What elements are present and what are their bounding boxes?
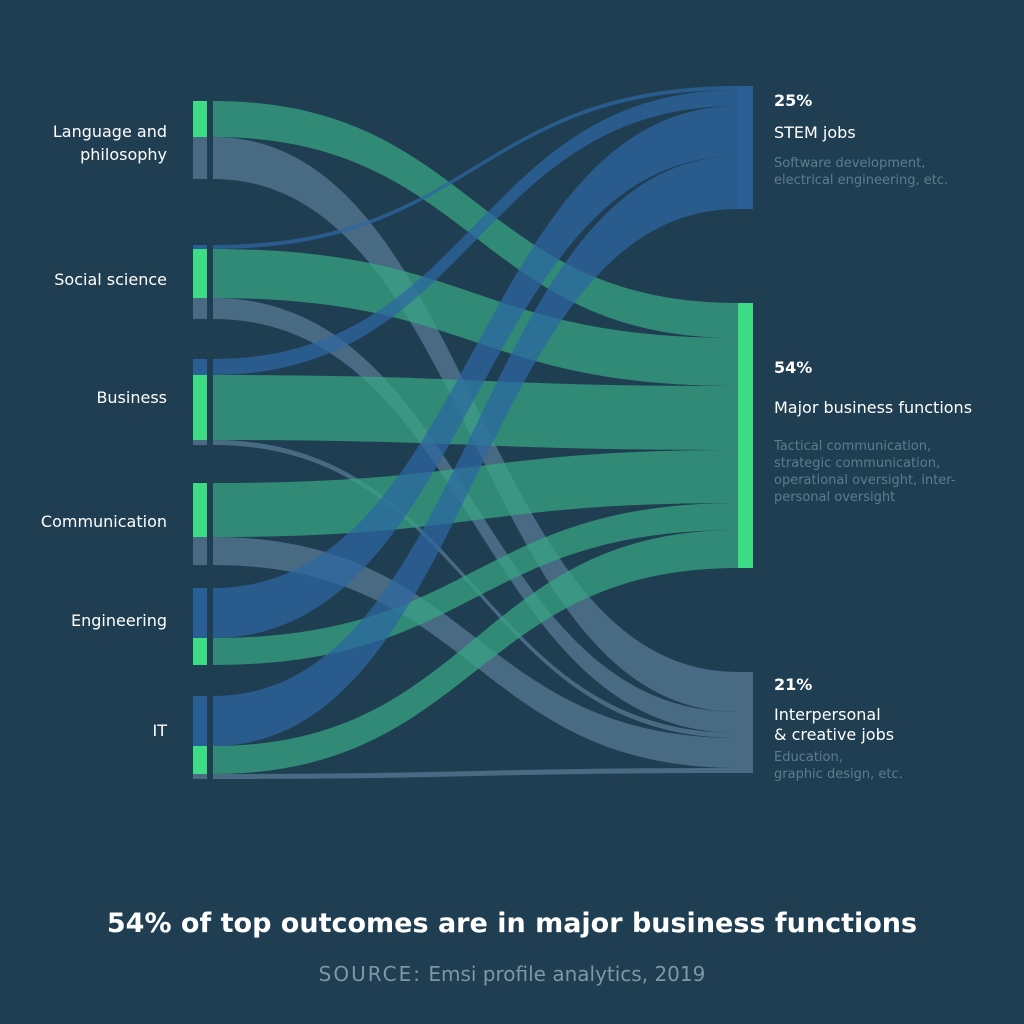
source-bar-segment-soc-stem [193, 245, 207, 249]
label-line: Communication [40, 512, 167, 531]
source-bar-segment-lang-major [193, 101, 207, 137]
desc-line: Education, [774, 750, 843, 765]
target-description: Education, graphic design, etc. [774, 749, 1014, 783]
target-percent: 54% [774, 358, 813, 377]
desc-line: strategic communication, [774, 456, 941, 471]
source-key: SOURCE: [318, 962, 422, 986]
flow-it-to-major [213, 530, 738, 774]
flow-bus-to-stem [213, 90, 738, 375]
target-bar-inter [738, 672, 753, 773]
target-percent: 25% [774, 91, 813, 110]
label-line: Social science [54, 270, 167, 289]
label-line: IT [152, 721, 168, 740]
source-bar-segment-it-inter [193, 774, 207, 779]
source-text: Emsi profile analytics, 2019 [428, 962, 706, 986]
source-label-business: Business [0, 386, 167, 409]
label-line: Engineering [71, 611, 167, 630]
target-percent: 21% [774, 675, 813, 694]
desc-line: Tactical communication, [774, 439, 932, 454]
flow-it-to-inter [213, 768, 738, 779]
source-bar-segment-com-major [193, 483, 207, 537]
target-description: Software development, electrical enginee… [774, 155, 1014, 189]
target-name: Major business functions [774, 398, 1014, 418]
label-line: Business [96, 388, 167, 407]
flow-soc-to-stem [213, 86, 738, 249]
flow-lang-to-major [213, 101, 738, 338]
desc-line: operational oversight, inter- [774, 473, 956, 488]
name-line: & creative jobs [774, 725, 895, 744]
source-bar-segment-bus-inter [193, 440, 207, 445]
flow-it-to-stem [213, 156, 738, 746]
source-bar-segment-soc-major [193, 249, 207, 298]
flow-eng-to-stem [213, 106, 738, 638]
source-bar-segment-lang-inter [193, 137, 207, 179]
desc-line: electrical engineering, etc. [774, 173, 949, 188]
source-bar-segment-eng-major [193, 638, 207, 665]
name-line: Interpersonal [774, 705, 881, 724]
desc-line: personal oversight [774, 490, 896, 505]
source-label-engineering: Engineering [0, 609, 167, 632]
flow-layer [213, 86, 738, 779]
target-bar-major [738, 303, 753, 568]
target-stem-jobs: 25% STEM jobs Software development, elec… [774, 91, 1014, 189]
source-bar-segment-it-stem [193, 696, 207, 746]
target-bar-stem [738, 86, 753, 209]
node-layer [193, 86, 753, 779]
source-bar-segment-bus-stem [193, 359, 207, 375]
target-interpersonal-creative-jobs: 21% Interpersonal & creative jobs Educat… [774, 675, 1014, 783]
source-label-language-philosophy: Language and philosophy [0, 120, 167, 166]
source-bar-segment-bus-major [193, 375, 207, 440]
label-line: Language and [52, 122, 167, 141]
name-line: Major business functions [774, 398, 973, 417]
headline: 54% of top outcomes are in major busines… [106, 908, 918, 939]
flow-bus-to-major [213, 375, 738, 450]
source-note: SOURCE: Emsi profile analytics, 2019 [0, 960, 1024, 988]
source-label-it: IT [0, 719, 168, 742]
source-bar-segment-eng-stem [193, 588, 207, 638]
label-line: philosophy [80, 145, 167, 164]
flow-soc-to-major [213, 249, 738, 386]
desc-line: Software development, [774, 156, 926, 171]
desc-line: graphic design, etc. [774, 767, 903, 782]
source-bar-segment-com-inter [193, 537, 207, 565]
source-bar-segment-it-major [193, 746, 207, 774]
source-label-communication: Communication [0, 510, 167, 533]
target-name: STEM jobs [774, 123, 1014, 143]
flow-com-to-major [213, 450, 738, 537]
source-label-social-science: Social science [0, 268, 167, 291]
target-description: Tactical communication, strategic commun… [774, 438, 1014, 506]
target-major-business-functions: 54% Major business functions Tactical co… [774, 358, 1014, 506]
target-name: Interpersonal & creative jobs [774, 705, 1014, 745]
source-bar-segment-soc-inter [193, 298, 207, 319]
flow-eng-to-major [213, 503, 738, 665]
name-line: STEM jobs [774, 123, 856, 142]
